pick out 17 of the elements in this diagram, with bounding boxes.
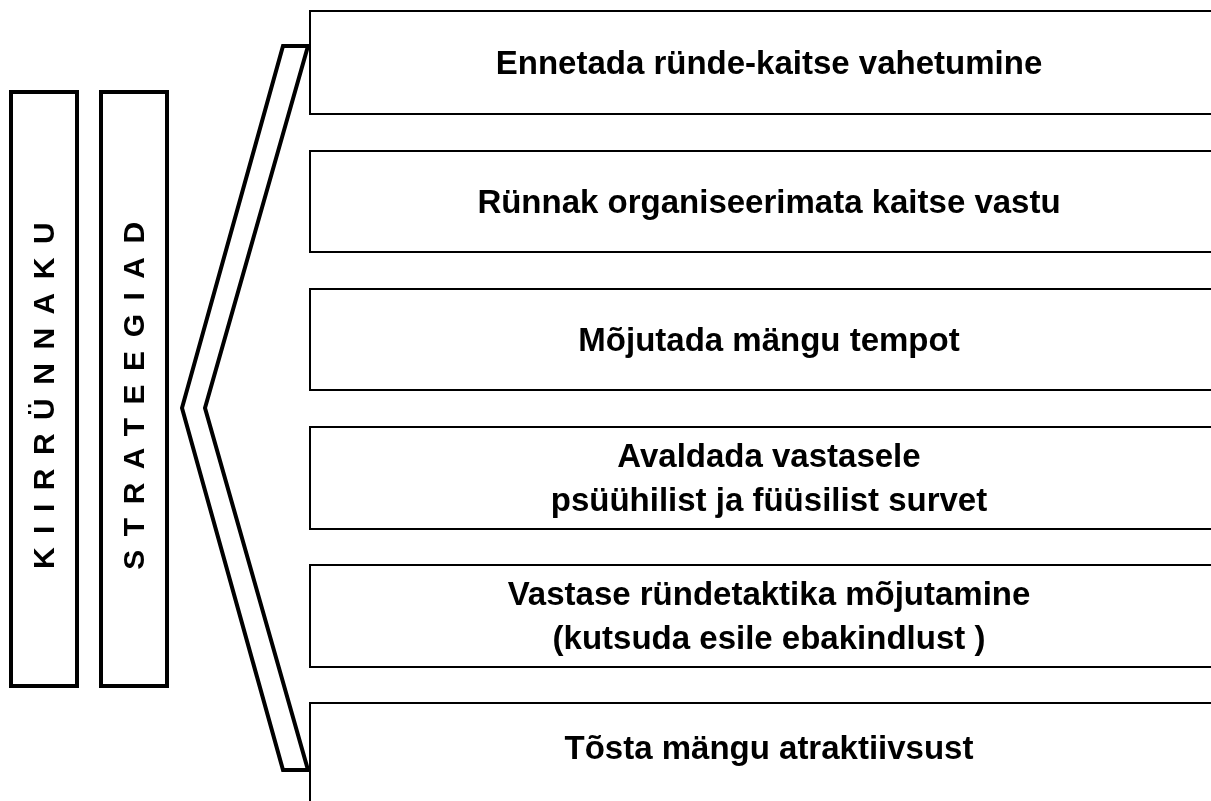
strategy-box — [309, 288, 1211, 391]
vertical-label-box — [9, 90, 79, 688]
strategy-box — [309, 150, 1211, 253]
strategy-text: Vastase ründetaktika mõjutamine (kutsuda esile ebakindlust ) — [506, 574, 1032, 658]
vertical-heading: STRATEEGIAD — [119, 208, 149, 570]
vertical-label-box — [99, 90, 169, 688]
strategy-box — [309, 702, 1211, 801]
chevron-bracket — [180, 44, 310, 772]
strategy-text: Mõjutada mängu tempot — [578, 319, 960, 360]
strategy-text: Ennetada ründe-kaitse vahetumine — [495, 42, 1043, 83]
strategy-text: Tõsta mängu atraktiivsust — [564, 728, 974, 768]
strategy-box — [309, 564, 1211, 668]
strategy-text: Rünnak organiseerimata kaitse vastu — [477, 181, 1061, 222]
strategy-box — [309, 10, 1211, 115]
strategy-text: Avaldada vastasele psüühilist ja füüsilist survet — [549, 436, 989, 520]
strategy-box — [309, 426, 1211, 530]
vertical-heading: KIIRRÜNNAKU — [29, 208, 59, 570]
